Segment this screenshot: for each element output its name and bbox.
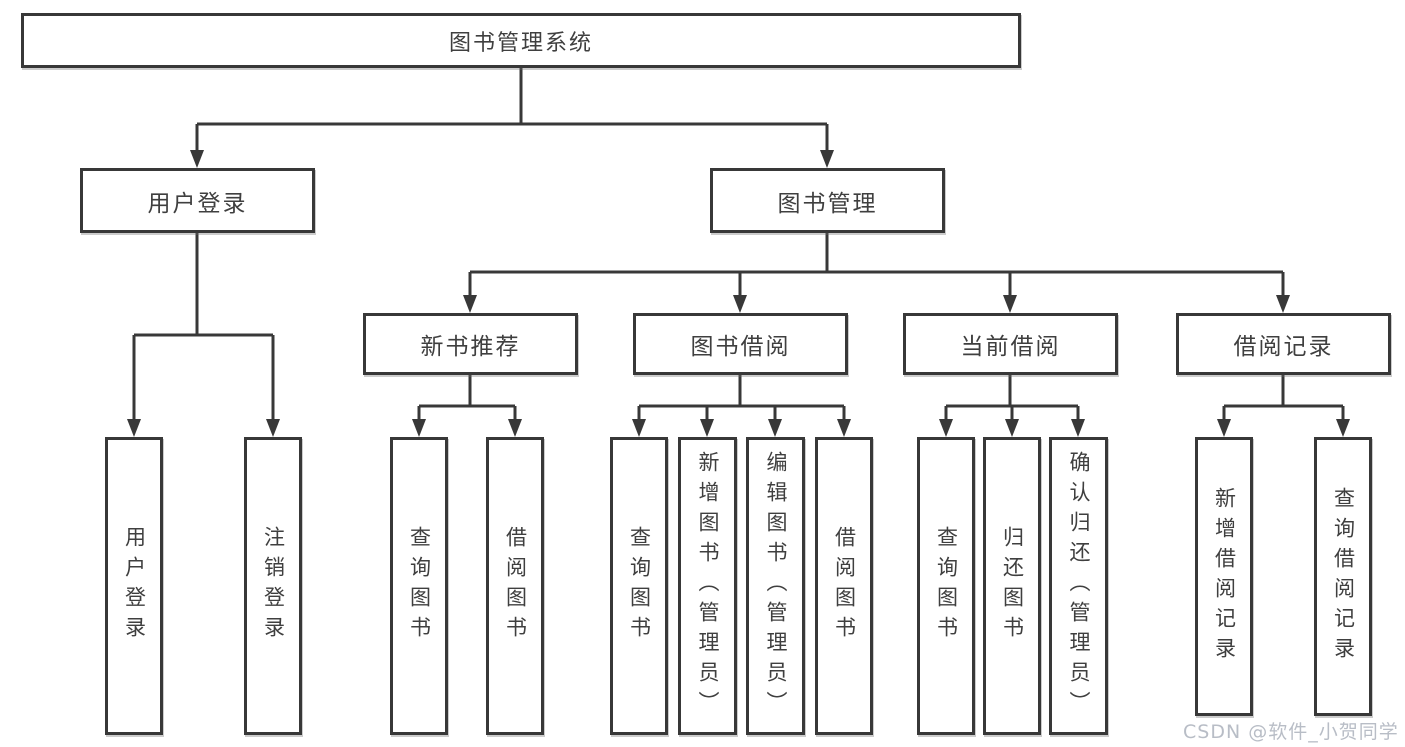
leaf-logout: 注销登录 <box>244 437 302 735</box>
leaf-label: 用户登录 <box>122 526 147 646</box>
leaf-label: 查询图书 <box>934 526 959 646</box>
leaf-query-borrow-record: 查询借阅记录 <box>1314 437 1372 716</box>
leaf-label: 新增图书（管理员） <box>696 451 720 721</box>
leaf-label: 查询图书 <box>627 526 652 646</box>
leaf-label: 借阅图书 <box>832 526 857 646</box>
node-new-book-recommend: 新书推荐 <box>363 313 578 375</box>
arrowhead-icons <box>127 150 1350 437</box>
leaf-label: 借阅图书 <box>503 526 528 646</box>
leaf-query-book-1: 查询图书 <box>390 437 448 735</box>
node-label: 图书管理 <box>777 190 878 217</box>
node-label: 当前借阅 <box>960 334 1061 360</box>
leaf-borrow-book-1: 借阅图书 <box>486 437 544 735</box>
leaf-confirm-return-admin: 确认归还（管理员） <box>1049 437 1108 735</box>
csdn-watermark: CSDN @软件_小贺同学 <box>1183 721 1399 743</box>
leaf-query-book-2: 查询图书 <box>610 437 668 735</box>
leaf-return-book: 归还图书 <box>983 437 1041 735</box>
leaf-label: 归还图书 <box>1000 526 1025 646</box>
leaf-label: 查询借阅记录 <box>1331 486 1356 667</box>
node-label: 借阅记录 <box>1233 334 1334 360</box>
leaf-borrow-book-2: 借阅图书 <box>815 437 873 735</box>
leaf-edit-book-admin: 编辑图书（管理员） <box>746 437 805 735</box>
leaf-label: 确认归还（管理员） <box>1067 451 1091 721</box>
leaf-label: 查询图书 <box>407 526 432 646</box>
leaf-label: 注销登录 <box>261 526 286 646</box>
leaf-label: 新增借阅记录 <box>1212 486 1237 667</box>
node-label: 新书推荐 <box>420 334 521 360</box>
node-label: 用户登录 <box>147 190 248 217</box>
leaf-user-login: 用户登录 <box>105 437 163 735</box>
node-label: 图书借阅 <box>690 334 791 360</box>
node-book-borrow: 图书借阅 <box>633 313 848 375</box>
leaf-label: 编辑图书（管理员） <box>764 451 788 721</box>
leaf-add-book-admin: 新增图书（管理员） <box>678 437 737 735</box>
leaf-query-book-3: 查询图书 <box>917 437 975 735</box>
node-current-borrow: 当前借阅 <box>903 313 1118 375</box>
leaf-add-borrow-record: 新增借阅记录 <box>1195 437 1253 716</box>
node-borrow-records: 借阅记录 <box>1176 313 1391 375</box>
node-label: 图书管理系统 <box>448 30 593 56</box>
node-book-management: 图书管理 <box>710 168 945 233</box>
node-user-login: 用户登录 <box>80 168 315 233</box>
node-root-library-system: 图书管理系统 <box>21 13 1021 68</box>
connector-lines <box>132 68 1345 424</box>
